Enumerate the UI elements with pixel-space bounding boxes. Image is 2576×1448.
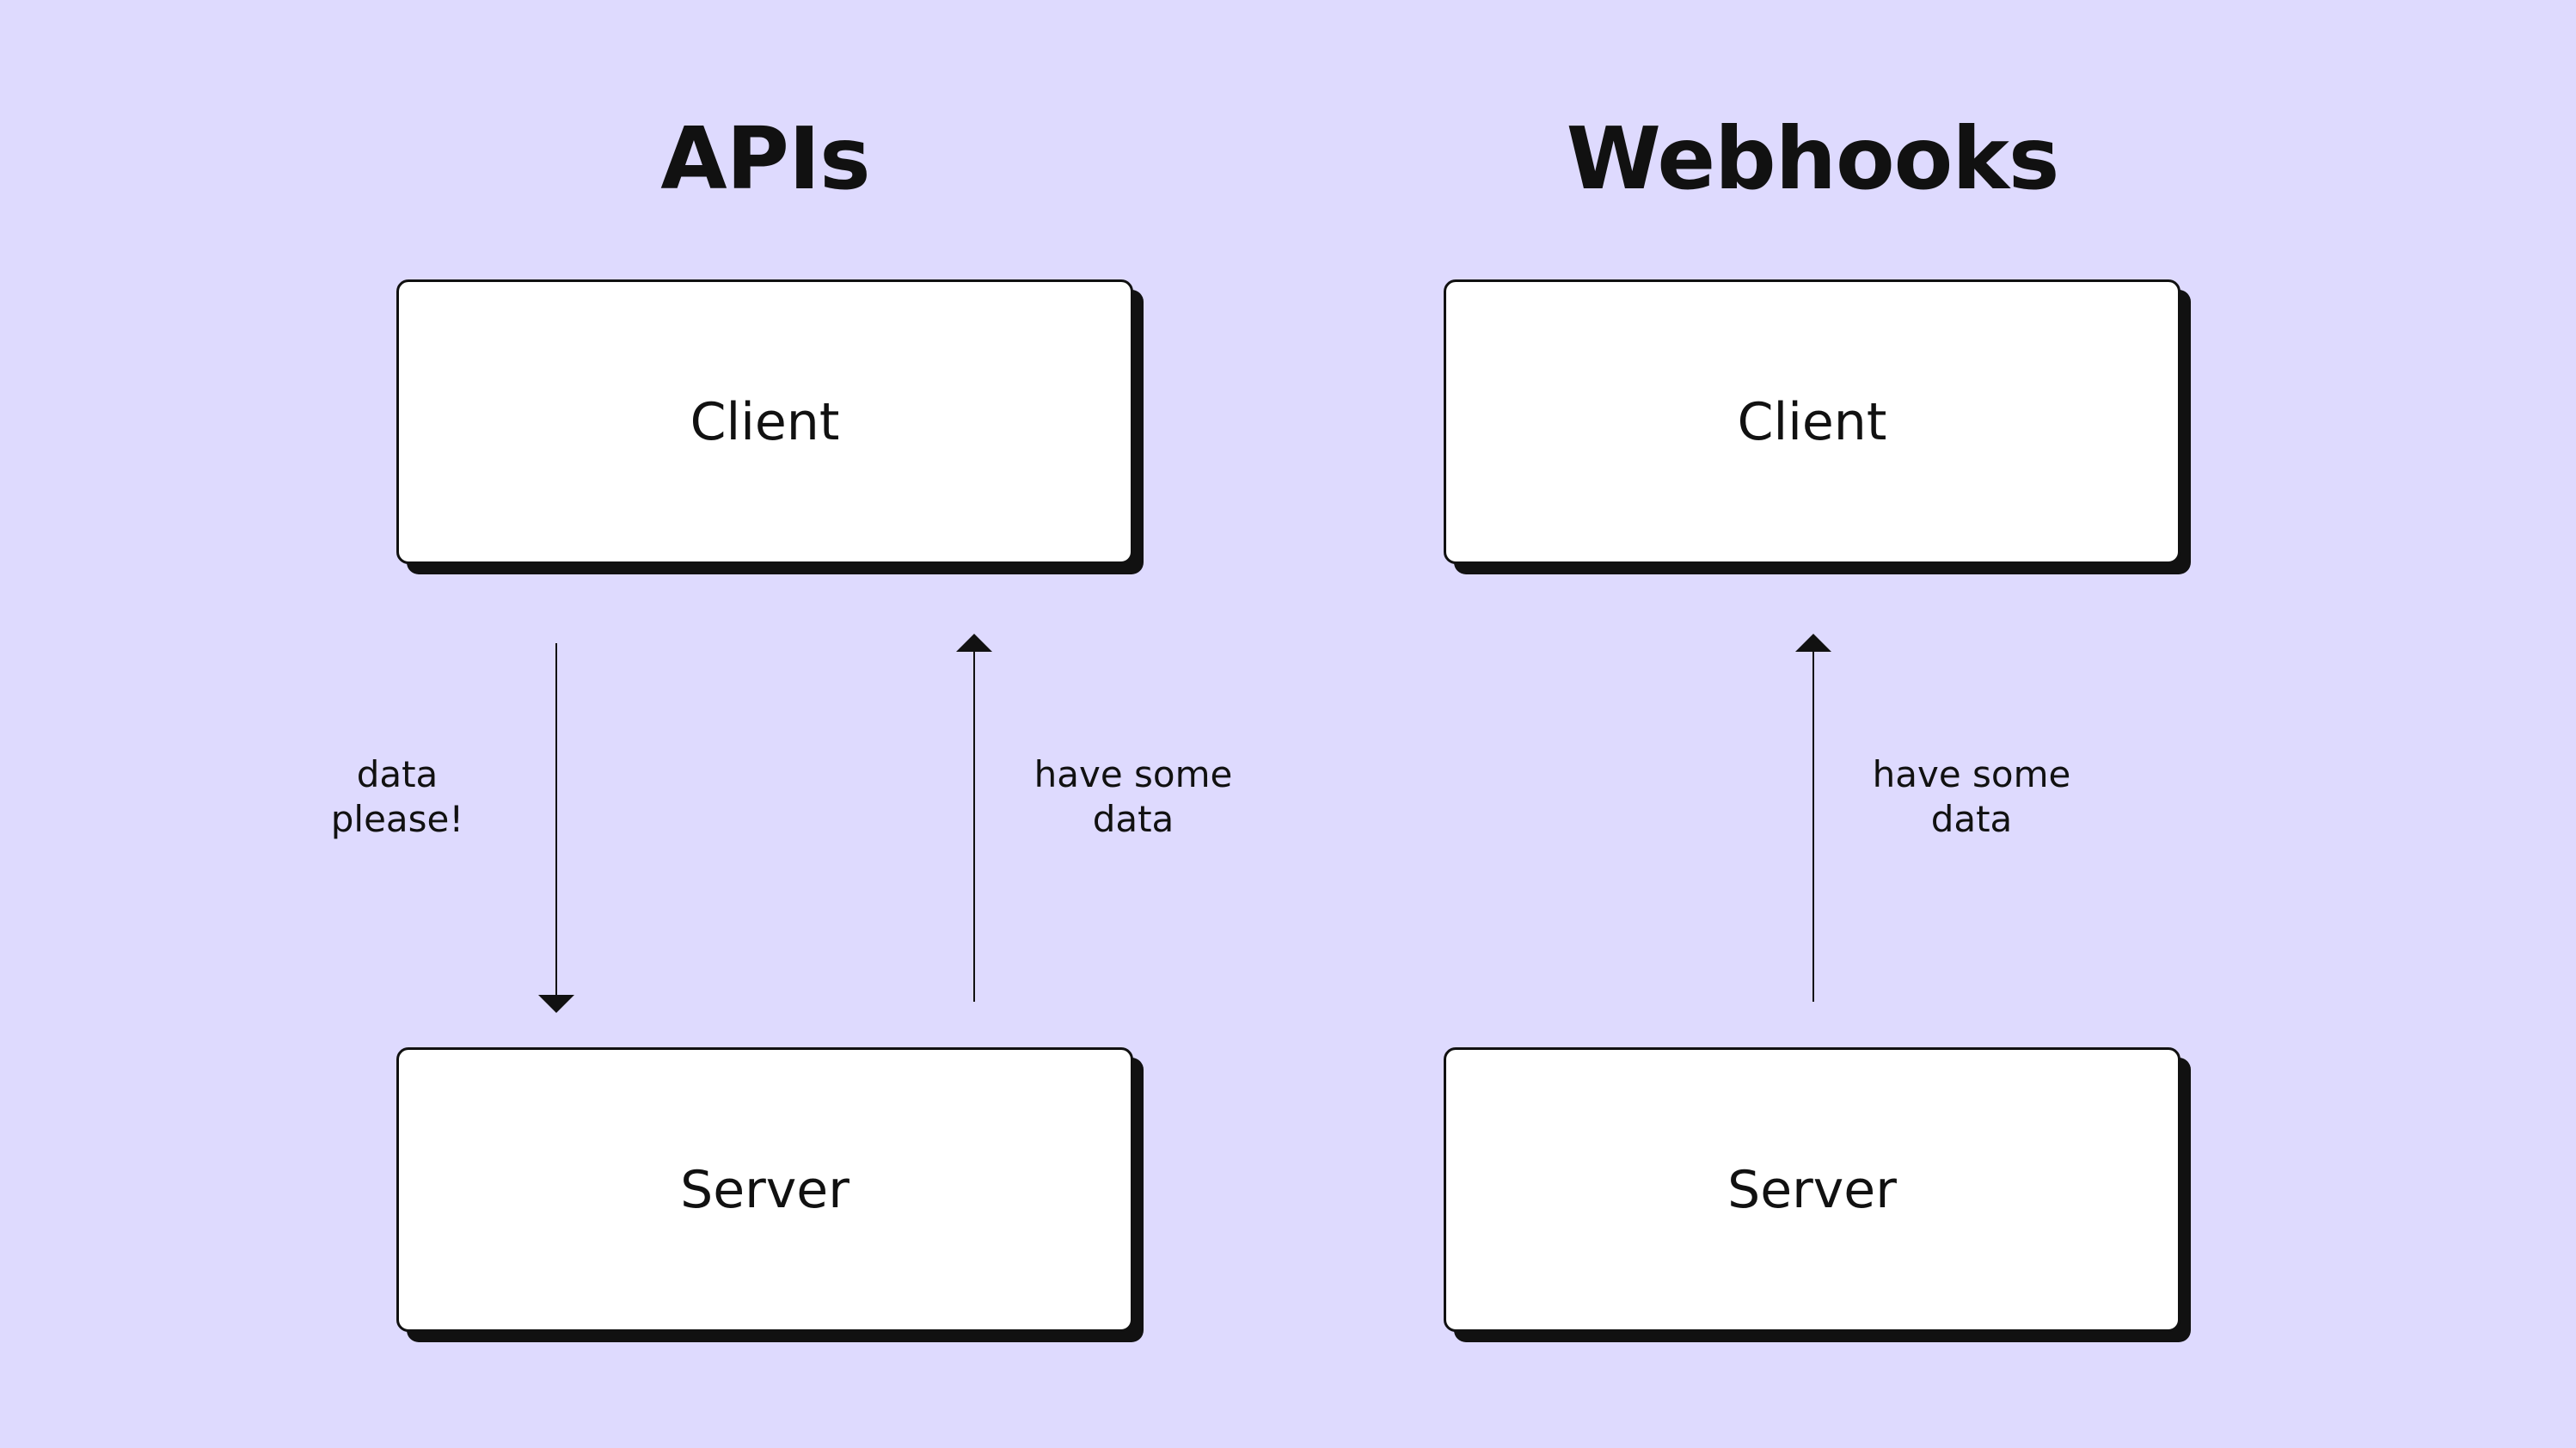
webhooks-push-label: have some data	[1843, 752, 2101, 842]
apis-heading: APIs	[660, 108, 870, 209]
webhooks-server-box: Server	[1444, 1047, 2180, 1332]
webhooks-push-arrowhead	[1795, 634, 1831, 652]
apis-server-label: Server	[680, 1159, 849, 1220]
apis-request-arrow	[538, 643, 574, 1013]
webhooks-heading: Webhooks	[1566, 108, 2060, 209]
webhooks-push-arrow	[1795, 634, 1831, 1002]
apis-client-label: Client	[690, 391, 840, 452]
apis-response-label-line2: data	[1092, 798, 1175, 840]
webhooks-push-label-line1: have some	[1872, 753, 2071, 795]
apis-request-arrowhead	[538, 995, 574, 1013]
webhooks-server-label: Server	[1727, 1159, 1897, 1220]
apis-request-label-line1: data	[356, 753, 439, 795]
apis-server-box: Server	[396, 1047, 1133, 1332]
apis-client-box: Client	[396, 279, 1133, 564]
apis-response-label: have some data	[1004, 752, 1262, 842]
apis-response-label-line1: have some	[1033, 753, 1233, 795]
webhooks-client-label: Client	[1737, 391, 1887, 452]
webhooks-push-label-line2: data	[1930, 798, 2013, 840]
apis-response-arrow	[956, 634, 992, 1002]
apis-response-arrowhead	[956, 634, 992, 652]
webhooks-client-box: Client	[1444, 279, 2180, 564]
apis-request-label-line2: please!	[330, 798, 464, 840]
apis-request-label: data please!	[268, 752, 526, 842]
